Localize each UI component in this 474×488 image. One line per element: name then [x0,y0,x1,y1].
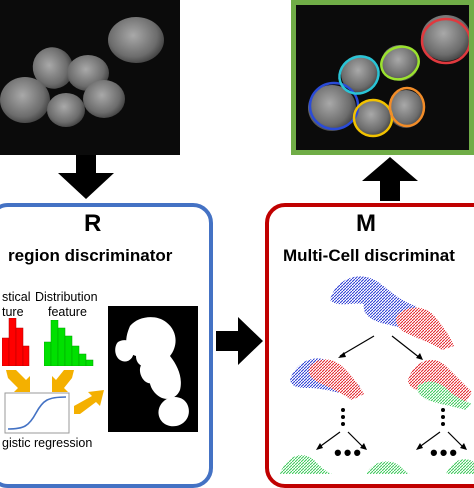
mid-right-surface-green [417,381,472,410]
logistic-regression-label: gistic regression [2,436,93,450]
statistical-feature-label-1: stical [2,290,31,304]
r-letter: R [84,210,102,237]
cell-nucleus [0,77,50,123]
contour-yellow [352,98,394,138]
distribution-feature-histogram [44,320,94,366]
cell-nucleus [47,93,85,127]
bottom-surface-green-1 [280,455,332,474]
statistical-feature-histogram [2,318,30,366]
output-segmentation-frame [291,0,474,155]
bottom-surface-green-2 [366,461,410,474]
logistic-regression-plot [4,392,70,434]
bottom-surface-green-3 [446,459,474,474]
right-arrow [216,317,263,365]
continuation-dots-left: ••• [334,440,364,465]
orange-arrow-left [6,370,30,392]
m-letter: M [356,210,376,237]
contour-red [420,17,469,65]
contour-orange [388,86,426,128]
statistical-feature-label-2: ture [2,305,24,319]
cell-nucleus [83,80,125,118]
distribution-feature-label-1: Distribution [35,290,98,304]
orange-arrow-middle [52,370,74,392]
segmented-image [296,5,469,150]
input-microscopy-image [0,0,180,155]
contour-blue [308,81,360,131]
distribution-feature-label-2: feature [48,305,87,319]
cell-contours [308,17,469,138]
discriminator-surfaces [280,276,474,474]
down-arrow [58,155,114,199]
branch-arrow-right [391,335,421,359]
m-panel-title: Multi-Cell discriminat [283,246,455,265]
orange-arrow-right [74,390,104,414]
mid-left-surface-red [308,359,364,400]
up-arrow [362,157,418,201]
branch-arrow-left [339,335,375,357]
contour-lime [380,45,420,81]
cell-nucleus [108,17,164,63]
top-surface-red [396,307,454,350]
continuation-dots-right: ••• [430,440,460,465]
binary-mask [108,306,198,432]
contour-cyan [338,55,380,95]
r-panel-title: region discriminator [8,246,173,265]
